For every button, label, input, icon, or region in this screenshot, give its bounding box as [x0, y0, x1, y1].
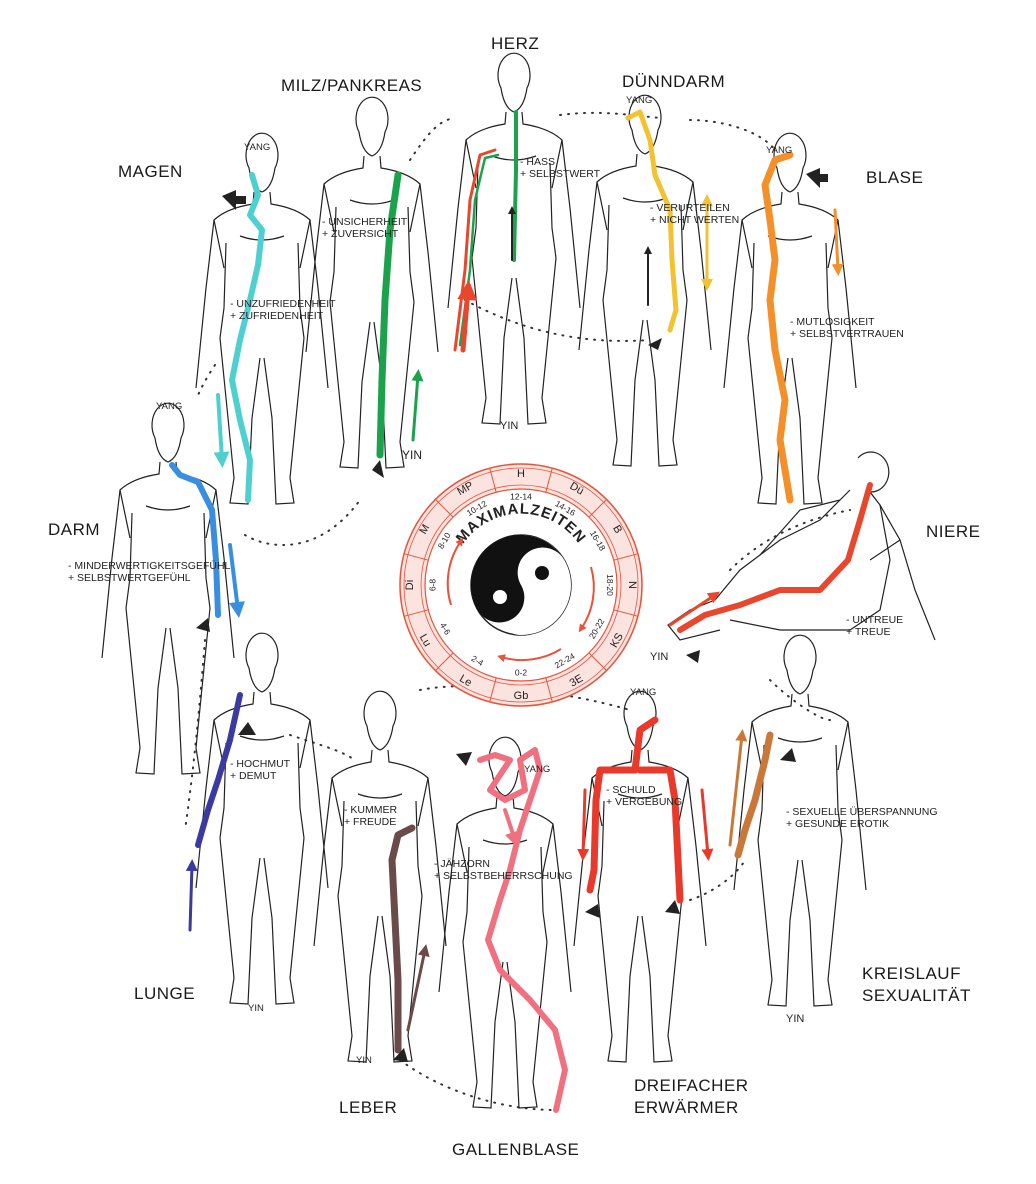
label-gallenblase: GALLENBLASE — [452, 1140, 579, 1160]
label-lunge: LUNGE — [134, 984, 195, 1004]
herz-meridian-line — [514, 112, 516, 260]
figure-lunge — [196, 633, 328, 1004]
yin-label-herz: YIN — [500, 420, 518, 432]
gallenblase-meridian-line — [480, 750, 565, 1110]
clock-segment-abbr: H — [517, 468, 525, 480]
dreifacher-arrow-right — [702, 790, 708, 855]
clock-segment-time: 18-20 — [605, 574, 615, 596]
emotion-dreifacher: - SCHULD+ VERGEBUNG — [606, 784, 682, 808]
emotion-kreislauf: - SEXUELLE ÜBERSPANNUNG+ GESUNDE EROTIK — [786, 806, 938, 830]
figure-gallenblase — [439, 737, 571, 1108]
emotion-magen: - UNZUFRIEDENHEIT+ ZUFRIEDENHEIT — [230, 298, 336, 322]
yin-label-kreislauf: YIN — [786, 1013, 804, 1025]
emotion-leber: - KUMMER+ FREUDE — [344, 804, 397, 828]
yin-label-lunge: YIN — [248, 1003, 264, 1014]
emotion-darm: - MINDERWERTIGKEITSGEFÜHL+ SELBSTWERTGEF… — [68, 560, 230, 584]
emotion-milz: - UNSICHERHEIT+ ZUVERSICHT — [322, 216, 407, 240]
figure-duenndarm — [579, 95, 711, 466]
label-darm: DARM — [48, 520, 100, 540]
herz-arrow — [463, 290, 468, 350]
magen-arrow — [218, 395, 222, 460]
label-milz: MILZ/PANKREAS — [281, 76, 422, 96]
darm-meridian-line — [172, 465, 218, 615]
dreifacher-arrow-left — [583, 790, 585, 855]
figure-leber — [314, 691, 446, 1062]
label-dreifacher-2: ERWÄRMER — [634, 1098, 739, 1118]
kreislauf-meridian-line — [738, 735, 770, 855]
leber-arrow — [408, 950, 425, 1030]
clock-segment-time: 12-14 — [510, 491, 532, 501]
clock-segment-time: 6-8 — [427, 579, 437, 592]
clock-segment-abbr: N — [626, 581, 638, 589]
leber-meridian-line — [392, 828, 412, 1050]
clock-segment-abbr: Di — [404, 580, 416, 590]
lunge-arrow — [190, 865, 192, 930]
yang-label-blase: YANG — [766, 145, 792, 156]
label-duenndarm: DÜNNDARM — [622, 72, 725, 92]
emotion-gallenblase: - JÄHZORN+ SELBSTBEHERRSCHUNG — [434, 858, 573, 882]
label-niere: NIERE — [926, 522, 980, 542]
yin-label-milz: YIN — [402, 448, 422, 462]
label-dreifacher-1: DREIFACHER — [634, 1076, 749, 1096]
yin-label-leber: YIN — [356, 1055, 372, 1066]
label-kreislauf-2: SEXUALITÄT — [862, 986, 971, 1006]
label-herz: HERZ — [491, 34, 539, 54]
label-magen: MAGEN — [118, 162, 183, 182]
emotion-blase: - MUTLOSIGKEIT+ SELBSTVERTRAUEN — [790, 316, 904, 340]
emotion-duenndarm: - VERURTEILEN+ NICHT WERTEN — [650, 202, 739, 226]
label-kreislauf-1: KREISLAUF — [862, 964, 961, 984]
emotion-herz: - HASS+ SELBSTWERT — [520, 156, 600, 180]
clock-segment-abbr: Gb — [514, 690, 529, 702]
yang-label-magen: YANG — [244, 142, 270, 153]
blase-meridian-line — [765, 155, 790, 500]
yang-label-darm: YANG — [156, 401, 182, 412]
yang-label-gallenblase: YANG — [524, 764, 550, 775]
emotion-lunge: - HOCHMUT+ DEMUT — [230, 758, 290, 782]
figure-milz — [306, 97, 438, 468]
label-blase: BLASE — [866, 168, 923, 188]
label-leber: LEBER — [339, 1098, 397, 1118]
magen-meridian-line — [232, 175, 262, 500]
yin-label-niere: YIN — [650, 651, 668, 663]
emotion-niere: - UNTREUE+ TREUE — [846, 614, 903, 638]
yang-label-dreifacher: YANG — [630, 687, 656, 698]
darm-arrow — [230, 545, 238, 610]
clock-segment-time: 0-2 — [515, 667, 528, 677]
milz-arrow — [413, 375, 418, 440]
yang-label-duenndarm: YANG — [626, 95, 652, 106]
niere-meridian-line — [680, 485, 870, 630]
